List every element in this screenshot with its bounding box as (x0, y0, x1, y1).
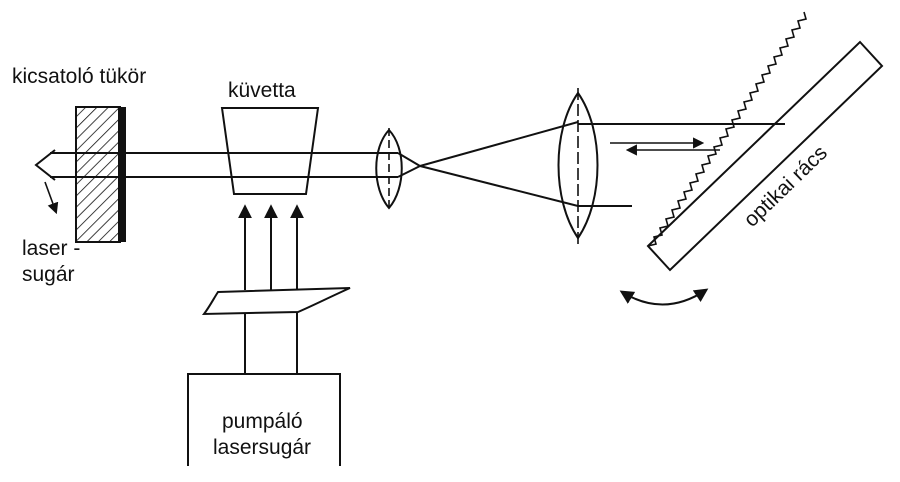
output-beam-arrow (34, 149, 59, 215)
output-mirror (75, 106, 126, 243)
direction-arrows (610, 137, 720, 156)
cylindrical-lens (201, 287, 351, 316)
grating-label: optikai rács (739, 141, 831, 231)
pump-laser-box (187, 373, 341, 466)
collimated-beam (578, 123, 785, 207)
pump-label-line2: lasersugár (213, 436, 311, 459)
main-beam (50, 152, 398, 178)
pump-beam (244, 312, 298, 374)
laser-beam-label-line1: laser - (22, 237, 80, 260)
pump-label-line1: pumpáló (222, 410, 303, 433)
small-lens (375, 128, 403, 212)
pump-arrows (238, 204, 304, 290)
optical-grating (646, 11, 884, 272)
large-lens (557, 88, 599, 244)
cuvette-label: küvetta (228, 79, 296, 102)
diverging-rays (397, 121, 579, 207)
laser-beam-label-line2: sugár (22, 263, 75, 286)
cuvette (220, 107, 320, 195)
mirror-label: kicsatoló tükör (12, 65, 146, 88)
rotation-arrow (619, 288, 709, 306)
